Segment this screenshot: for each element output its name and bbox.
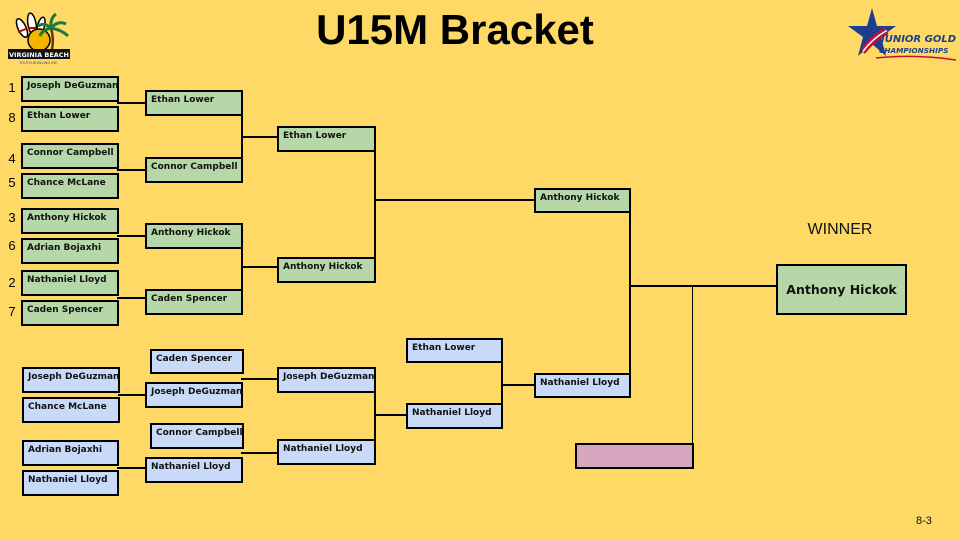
winner-label: WINNER — [807, 221, 873, 238]
bracket-connector — [241, 266, 278, 268]
logo-right-text-line1: JUNIOR GOLD — [879, 34, 956, 45]
bracket-slot-winners-r2: Ethan Lower — [145, 90, 243, 116]
bracket-slot-losers-r2: Joseph DeGuzman — [145, 382, 243, 408]
palm-tree-icon — [37, 12, 70, 51]
bracket-slot-winners-r1: Joseph DeGuzman — [21, 76, 119, 102]
bracket-connector — [118, 394, 146, 396]
junior-gold-championships-logo: JUNIOR GOLD CHAMPIONSHIPS — [846, 6, 958, 64]
bracket-slot-winners-r3: Ethan Lower — [277, 126, 376, 152]
bracket-slot-winners-r2: Anthony Hickok — [145, 223, 243, 249]
bracket-slot-losers-r1: Adrian Bojaxhi — [22, 440, 119, 466]
bracket-connector — [241, 136, 278, 138]
bracket-connector — [117, 467, 146, 469]
bracket-slot-winners-r1: Adrian Bojaxhi — [21, 238, 119, 264]
bracket-connector — [117, 297, 145, 299]
bracket-slot-losers-final: Nathaniel Lloyd — [534, 373, 631, 398]
bracket-connector — [374, 150, 376, 259]
seed-label: 7 — [8, 304, 16, 319]
virginia-beach-youth-bowling-logo: VIRGINIA BEACH YOUTH BOWLING INC. — [6, 8, 74, 66]
if-necessary-slot — [575, 443, 694, 469]
bracket-connector — [629, 285, 777, 287]
seed-label: 1 — [8, 80, 16, 95]
bracket-slot-losers-r1: Nathaniel Lloyd — [22, 470, 119, 496]
bracket-slot-losers-dropin: Connor Campbell — [150, 423, 244, 449]
logo-right-text-line2: CHAMPIONSHIPS — [879, 46, 948, 55]
bracket-slot-winners-r3: Anthony Hickok — [277, 257, 376, 283]
bracket-slot-winners-r1: Nathaniel Lloyd — [21, 270, 119, 296]
bracket-slot-winners-r2: Connor Campbell — [145, 157, 243, 183]
bracket-connector — [241, 378, 278, 380]
bracket-slot-losers-r1: Chance McLane — [22, 397, 120, 423]
bracket-connector — [501, 384, 535, 386]
bracket-slot-winners-r1: Connor Campbell — [21, 143, 119, 169]
logo-left-text: VIRGINIA BEACH — [9, 51, 69, 59]
seed-label: 3 — [8, 210, 16, 225]
bracket-connector — [374, 199, 535, 201]
bracket-slot-losers-r1: Joseph DeGuzman — [22, 367, 120, 393]
bracket-slot-losers-dropin: Ethan Lower — [406, 338, 503, 363]
bracket-connector — [241, 452, 278, 454]
seed-label: 6 — [8, 238, 16, 253]
bracket-slot-winners-r1: Caden Spencer — [21, 300, 119, 326]
bracket-connector — [692, 286, 693, 444]
bracket-slot-winners-r2: Caden Spencer — [145, 289, 243, 315]
bracket-connector — [629, 211, 631, 375]
bracket-slot-losers-r4: Nathaniel Lloyd — [406, 403, 503, 429]
bracket-slot-winners-final: Anthony Hickok — [534, 188, 631, 213]
bracket-connector — [117, 235, 145, 237]
bracket-connector — [374, 414, 407, 416]
champion-slot: Anthony Hickok — [776, 264, 907, 315]
bracket-connector — [501, 361, 503, 405]
bracket-slot-losers-r3: Nathaniel Lloyd — [277, 439, 376, 465]
page-title: U15M Bracket — [316, 6, 594, 53]
bracket-connector — [117, 169, 145, 171]
seed-label: 2 — [8, 275, 16, 290]
seed-label: 5 — [8, 175, 16, 190]
bracket-slot-winners-r1: Chance McLane — [21, 173, 119, 199]
page-number: 8-3 — [916, 515, 932, 527]
bracket-slot-losers-r2: Nathaniel Lloyd — [145, 457, 243, 483]
bracket-connector — [374, 391, 376, 441]
bracket-slot-losers-dropin: Caden Spencer — [150, 349, 244, 374]
seed-label: 4 — [8, 151, 16, 166]
logo-left-subtext: YOUTH BOWLING INC. — [19, 61, 58, 65]
star-icon — [848, 8, 896, 56]
bracket-slot-winners-r1: Anthony Hickok — [21, 208, 119, 234]
seed-label: 8 — [8, 110, 16, 125]
bracket-connector — [117, 102, 145, 104]
bracket-connector — [241, 247, 243, 291]
bracket-slot-losers-r3: Joseph DeGuzman — [277, 367, 376, 393]
bracket-slot-winners-r1: Ethan Lower — [21, 106, 119, 132]
